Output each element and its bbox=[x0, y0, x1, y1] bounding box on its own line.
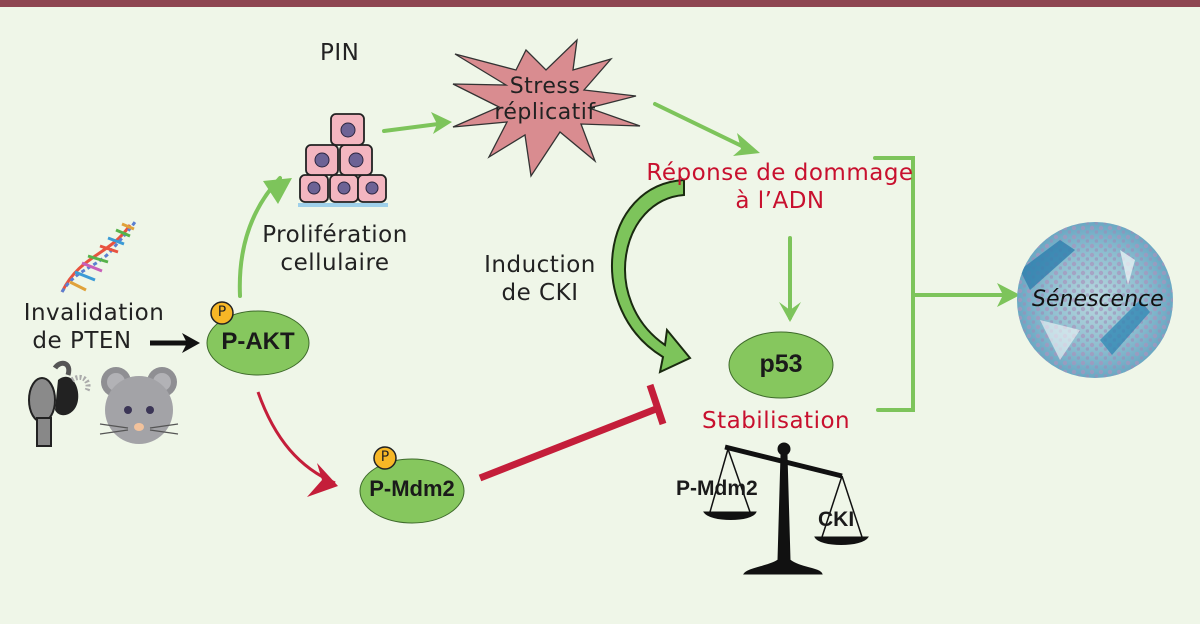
stress-line2: réplicatif bbox=[494, 100, 596, 126]
stress-label: Stress réplicatif bbox=[485, 74, 605, 127]
stress-line1: Stress bbox=[509, 74, 581, 99]
akt-to-mdm2-arrow bbox=[256, 391, 338, 497]
stress-burst-icon bbox=[452, 38, 641, 178]
mdm2-node bbox=[359, 458, 465, 524]
phospho-label-mdm2: P bbox=[380, 449, 390, 465]
arrowhead bbox=[997, 283, 1020, 307]
bracket-line bbox=[873, 156, 915, 412]
balance-scale-icon bbox=[703, 442, 869, 575]
senescent-tissue-icon bbox=[1017, 222, 1173, 378]
proliferation-line1: Prolifération bbox=[262, 222, 408, 248]
pin-label: PIN bbox=[320, 40, 360, 66]
cki-induction-label: Induction de CKI bbox=[475, 252, 605, 307]
mdm2-node-label: P-Mdm2 bbox=[369, 476, 455, 501]
cki-induction-arrow bbox=[611, 178, 692, 374]
phospho-badge-akt bbox=[210, 301, 234, 325]
p53-node bbox=[728, 331, 834, 399]
arrowhead bbox=[431, 112, 452, 134]
dna-damage-line2: à l’ADN bbox=[735, 187, 825, 214]
scale-right-label: CKI bbox=[818, 508, 855, 531]
senescence-label: Sénescence bbox=[1032, 287, 1164, 312]
cki-induction-line2: de CKI bbox=[501, 279, 579, 306]
stabilisation-label: Stabilisation bbox=[702, 408, 851, 434]
dna-damage-line1: Réponse de dommage bbox=[646, 160, 914, 186]
phospho-badge-mdm2 bbox=[373, 446, 397, 470]
prostate-icon bbox=[28, 360, 91, 447]
arrowhead bbox=[733, 133, 760, 156]
mouse-icon bbox=[99, 367, 179, 444]
cki-induction-line1: Induction bbox=[484, 252, 596, 278]
dna-damage-label: Réponse de dommage à l’ADN bbox=[640, 160, 920, 215]
arrowhead bbox=[263, 178, 292, 204]
pin-to-stress-arrow bbox=[382, 121, 448, 133]
p53-node-label: p53 bbox=[759, 350, 803, 378]
phospho-label-akt: P bbox=[217, 304, 227, 320]
scale-left-label: P-Mdm2 bbox=[676, 477, 758, 500]
mdm2-inhibits-p53 bbox=[478, 383, 667, 482]
header-bar bbox=[0, 0, 1200, 7]
akt-node-label: P-AKT bbox=[221, 328, 295, 355]
proliferation-line2: cellulaire bbox=[280, 249, 390, 276]
invalidation-line1: Invalidation bbox=[23, 300, 165, 326]
arrowhead bbox=[779, 302, 801, 322]
invalidation-line2: de PTEN bbox=[32, 327, 132, 354]
dna-helix-icon bbox=[60, 221, 137, 293]
stress-to-dna-damage-arrow bbox=[653, 102, 752, 152]
invalidation-label: Invalidation de PTEN bbox=[18, 300, 170, 355]
akt-node bbox=[206, 310, 310, 376]
cell-stack-icon bbox=[298, 113, 388, 207]
pten-to-akt-arrow bbox=[150, 333, 200, 353]
proliferation-label: Prolifération cellulaire bbox=[255, 222, 415, 277]
